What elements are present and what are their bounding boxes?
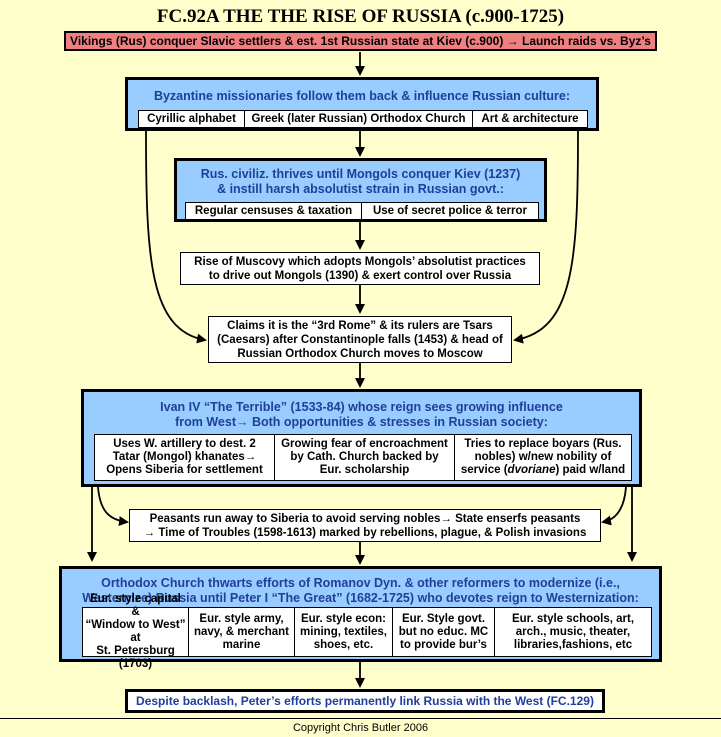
mongols-heading-line2: & instill harsh absolutist strain in Rus…: [217, 182, 504, 196]
byzantine-item-cyrillic: Cyrillic alphabet: [139, 111, 245, 127]
ivan-box: Ivan IV “The Terrible” (1533-84) whose r…: [81, 389, 642, 487]
peter-item-schools: Eur. style schools, art, arch., music, t…: [511, 612, 635, 651]
mongols-item-censuses: Regular censuses & taxation: [186, 203, 362, 219]
byzantine-box: Byzantine missionaries follow them back …: [125, 77, 599, 131]
ivan-items: Uses W. artillery to dest. 2 Tatar (Mong…: [94, 434, 632, 481]
arrow-byzantine-left-to-thirdrome: [145, 130, 207, 344]
peasants-line2: → Time of Troubles (1598-1613) marked by…: [143, 527, 587, 539]
peasants-line1: Peasants run away to Siberia to avoid se…: [149, 513, 581, 525]
muscovy-line1: Rise of Muscovy which adopts Mongols’ ab…: [194, 256, 526, 268]
ivan-item-artillery: Uses W. artillery to dest. 2 Tatar (Mong…: [95, 435, 275, 480]
ivan-item-catholic-fear: Growing fear of encroachment by Cath. Ch…: [275, 435, 455, 480]
orthodox-heading-line2: Westernize) Russia until Peter I “The Gr…: [82, 591, 639, 605]
mongols-item-secret-police: Use of secret police & terror: [372, 204, 528, 217]
arrow-ivan-to-peasants-right: [601, 486, 627, 526]
copyright: Copyright Chris Butler 2006: [292, 722, 429, 734]
arrow-ivan-to-peasants-left: [97, 486, 129, 527]
muscovy-box: Rise of Muscovy which adopts Mongols’ ab…: [180, 252, 540, 285]
peasants-box: Peasants run away to Siberia to avoid se…: [129, 509, 601, 542]
byzantine-item-art: Art & architecture: [481, 112, 579, 125]
peter-item-econ: Eur. style econ: mining, textiles, shoes…: [295, 608, 393, 656]
arrow-byzantine-right-to-thirdrome: [513, 130, 579, 344]
byzantine-heading: Byzantine missionaries follow them back …: [153, 89, 571, 103]
third-rome-line2: (Caesars) after Constantinople falls (14…: [217, 334, 503, 346]
mongols-heading-line1: Rus. civiliz. thrives until Mongols conq…: [200, 167, 521, 181]
conclusion-box: Despite backlash, Peter’s efforts perman…: [125, 689, 605, 713]
peter-item-army: Eur. style army, navy, & merchant marine: [189, 608, 295, 656]
footer-divider: [0, 718, 721, 719]
ivan-item-boyars: Tries to replace boyars (Rus. nobles) w/…: [460, 438, 626, 476]
muscovy-line2: to drive out Mongols (1390) & exert cont…: [208, 270, 512, 282]
third-rome-line1: Claims it is the “3rd Rome” & its rulers…: [227, 320, 493, 332]
ivan-heading-line1: Ivan IV “The Terrible” (1533-84) whose r…: [160, 400, 563, 414]
byzantine-item-orthodox: Greek (later Russian) Orthodox Church: [245, 111, 473, 127]
orthodox-heading-line1: Orthodox Church thwarts efforts of Roman…: [101, 576, 620, 590]
mongols-items: Regular censuses & taxation Use of secre…: [185, 202, 539, 220]
orthodox-items: Eur. style capital & “Window to West” at…: [82, 593, 652, 670]
page-title: FC.92A THE THE RISE OF RUSSIA (c.900-172…: [156, 6, 565, 27]
ivan-heading-line2: from West→ Both opportunities & stresses…: [175, 415, 548, 429]
peter-item-govt: Eur. Style govt. but no educ. MC to prov…: [393, 608, 495, 656]
peter-item-capital: Eur. style capital & “Window to West” at…: [83, 593, 189, 670]
vikings-banner: Vikings (Rus) conquer Slavic settlers & …: [64, 31, 657, 51]
third-rome-line3: Russian Orthodox Church moves to Moscow: [237, 348, 483, 360]
mongols-box: Rus. civiliz. thrives until Mongols conq…: [174, 158, 547, 222]
third-rome-box: Claims it is the “3rd Rome” & its rulers…: [208, 316, 512, 363]
orthodox-box: Orthodox Church thwarts efforts of Roman…: [59, 566, 662, 670]
byzantine-items: Cyrillic alphabet Greek (later Russian) …: [138, 110, 588, 128]
